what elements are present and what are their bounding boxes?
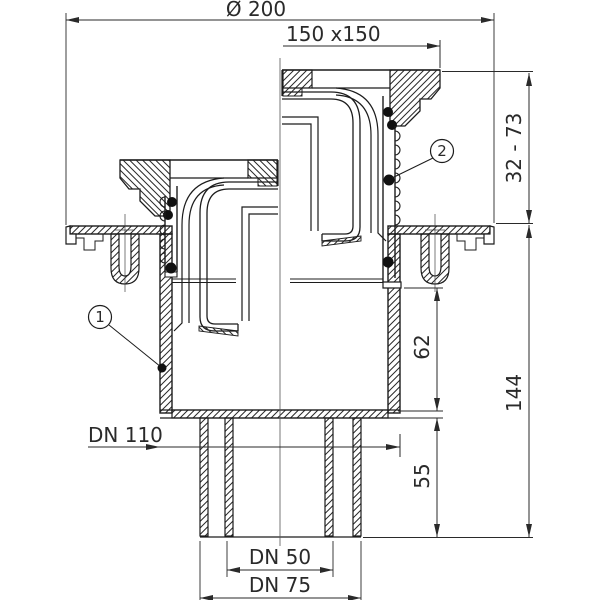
dim-top-width-label: Ø 200 [226,0,286,21]
callout-1-dot [157,363,167,373]
dim-spigot-length [398,417,443,537]
insert-raised-position [281,69,441,247]
insert-lowered-position [119,159,279,337]
callout-1-circle [87,304,113,330]
clamp-hook-right [456,234,484,251]
clamp-hook-left [76,234,104,251]
outlet-dn75-wall-right [352,417,362,537]
ribs [394,130,401,226]
body-wall-right [387,233,401,414]
foot-centerlines [115,214,445,292]
dim-total-height [363,225,533,538]
dim-outlet-outer [199,541,362,600]
dim-flange-depth-label: 62 [410,334,434,359]
dim-body-diameter [88,434,401,457]
ribbed-tube-raised [382,96,402,289]
seal-oring-item2 [383,174,395,186]
dimensions [65,13,533,600]
dim-outlet-outer-label: DN 75 [249,573,311,597]
callout-2 [391,138,455,179]
flange-lip-right [483,225,495,245]
outlet-dn75-wall-left [199,417,209,537]
dim-body-diameter-label: DN 110 [88,423,163,447]
callout-2-circle [429,138,455,164]
dim-grate-size-label: 150 x150 [286,22,381,46]
callout-1-label: 1 [95,308,105,326]
dim-adjust-height-label: 32 - 73 [502,113,526,184]
seal-oring-lower [382,256,394,268]
dim-total-height-label: 144 [502,374,526,412]
flange-lip-left [65,225,77,245]
dim-outlet-inner [226,541,334,577]
outlet-dn50-wall-left [224,417,234,537]
dim-adjust-height [442,71,533,224]
ribbed-tube-lowered [159,186,178,278]
callout-1 [87,304,167,373]
dim-grate-size [283,40,441,68]
dim-outlet-inner-label: DN 50 [249,545,311,569]
ribs [159,196,166,264]
outlet-dn50-wall-right [324,417,334,537]
callout-2-label: 2 [437,142,447,160]
dim-top-width [65,13,495,225]
dim-spigot-length-label: 55 [410,463,434,488]
seal-oring [165,262,177,274]
dim-flange-depth [398,287,443,412]
body-wall-left [159,233,173,414]
body-shelf [172,278,383,284]
